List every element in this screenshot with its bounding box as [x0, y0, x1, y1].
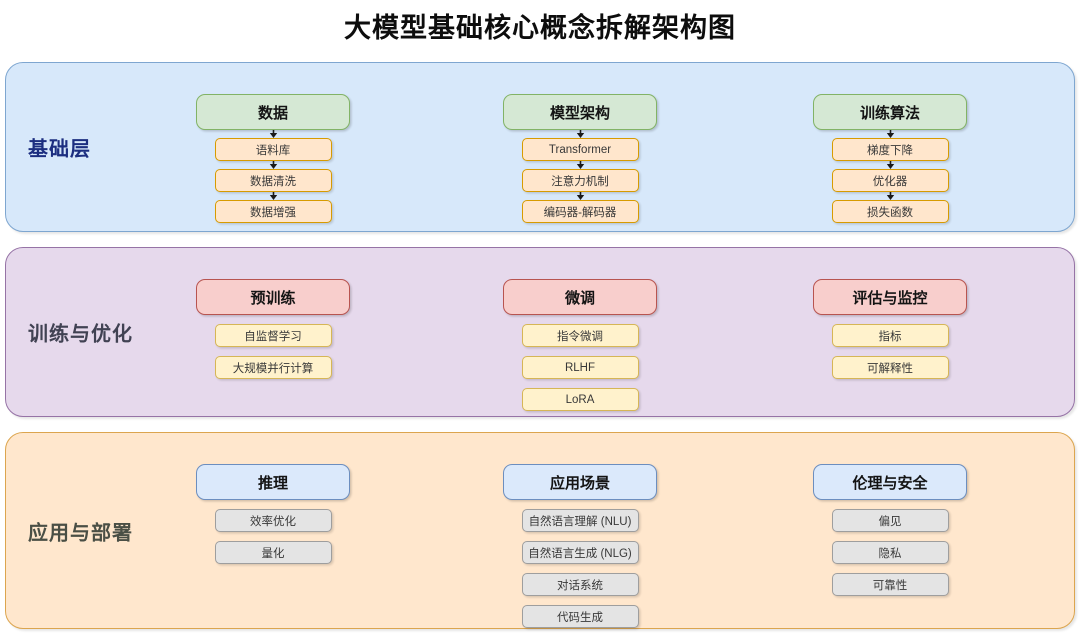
concept-header[interactable]: 训练算法: [813, 94, 967, 130]
arrow-down-icon: [269, 130, 278, 138]
concept-header[interactable]: 伦理与安全: [813, 464, 967, 500]
concept-node[interactable]: 数据清洗: [214, 169, 332, 192]
concept-node[interactable]: 大规模并行计算: [214, 356, 332, 379]
concept-node[interactable]: 可靠性: [831, 573, 949, 596]
band-2: 应用与部署 推理效率优化量化 应用场景自然语言理解 (NLU) 自然语言生成 (NLG…: [5, 432, 1075, 629]
arrow-down-icon: [269, 192, 278, 200]
column-1-2: 评估与监控指标可解释性: [810, 279, 970, 379]
concept-node[interactable]: 数据增强: [214, 200, 332, 223]
arrow-down-icon: [576, 192, 585, 200]
arrow-down-icon: [886, 161, 895, 169]
concept-node[interactable]: 注意力机制: [521, 169, 639, 192]
band-label: 基础层: [28, 138, 91, 161]
concept-node[interactable]: 代码生成: [521, 605, 639, 628]
concept-node[interactable]: 效率优化: [214, 509, 332, 532]
column-2-2: 伦理与安全偏见隐私可靠性: [810, 464, 970, 596]
concept-node[interactable]: 语料库: [214, 138, 332, 161]
concept-node[interactable]: Transformer: [521, 138, 639, 161]
arrow-down-icon: [269, 161, 278, 169]
concept-node[interactable]: 可解释性: [831, 356, 949, 379]
band-1: 训练与优化 预训练自监督学习大规模并行计算 微调指令微调 RLHF LoRA 评估与监控指…: [5, 247, 1075, 417]
concept-header[interactable]: 数据: [196, 94, 350, 130]
band-0: 基础层 数据语料库数据清洗数据增强 模型架构 Transformer 注意力机制编码器-…: [5, 62, 1075, 232]
arrow-down-icon: [576, 130, 585, 138]
concept-node[interactable]: 指标: [831, 324, 949, 347]
arrow-down-icon: [886, 192, 895, 200]
concept-header[interactable]: 预训练: [196, 279, 350, 315]
band-label: 应用与部署: [28, 522, 133, 544]
concept-header[interactable]: 模型架构: [503, 94, 657, 130]
concept-node[interactable]: 对话系统: [521, 573, 639, 596]
column-2-0: 推理效率优化量化: [193, 464, 353, 564]
column-0-2: 训练算法梯度下降优化器损失函数: [810, 94, 970, 223]
column-0-0: 数据语料库数据清洗数据增强: [193, 94, 353, 223]
concept-node[interactable]: 梯度下降: [831, 138, 949, 161]
column-2-1: 应用场景自然语言理解 (NLU) 自然语言生成 (NLG) 对话系统代码生成: [500, 464, 660, 628]
concept-header[interactable]: 应用场景: [503, 464, 657, 500]
concept-header[interactable]: 推理: [196, 464, 350, 500]
concept-node[interactable]: 隐私: [831, 541, 949, 564]
concept-node[interactable]: 指令微调: [521, 324, 639, 347]
column-1-0: 预训练自监督学习大规模并行计算: [193, 279, 353, 379]
concept-node[interactable]: LoRA: [521, 388, 639, 411]
column-0-1: 模型架构 Transformer 注意力机制编码器-解码器: [500, 94, 660, 223]
concept-node[interactable]: 量化: [214, 541, 332, 564]
concept-header[interactable]: 评估与监控: [813, 279, 967, 315]
concept-node[interactable]: 编码器-解码器: [521, 200, 639, 223]
concept-node[interactable]: 自监督学习: [214, 324, 332, 347]
band-label: 训练与优化: [28, 323, 133, 346]
concept-node[interactable]: 优化器: [831, 169, 949, 192]
concept-node[interactable]: 自然语言理解 (NLU): [521, 509, 639, 532]
arrow-down-icon: [886, 130, 895, 138]
concept-node[interactable]: 损失函数: [831, 200, 949, 223]
concept-node[interactable]: 偏见: [831, 509, 949, 532]
diagram-title: 大模型基础核心概念拆解架构图: [344, 13, 736, 43]
concept-header[interactable]: 微调: [503, 279, 657, 315]
arrow-down-icon: [576, 161, 585, 169]
column-1-1: 微调指令微调 RLHF LoRA: [500, 279, 660, 411]
concept-node[interactable]: 自然语言生成 (NLG): [521, 541, 639, 564]
concept-node[interactable]: RLHF: [521, 356, 639, 379]
